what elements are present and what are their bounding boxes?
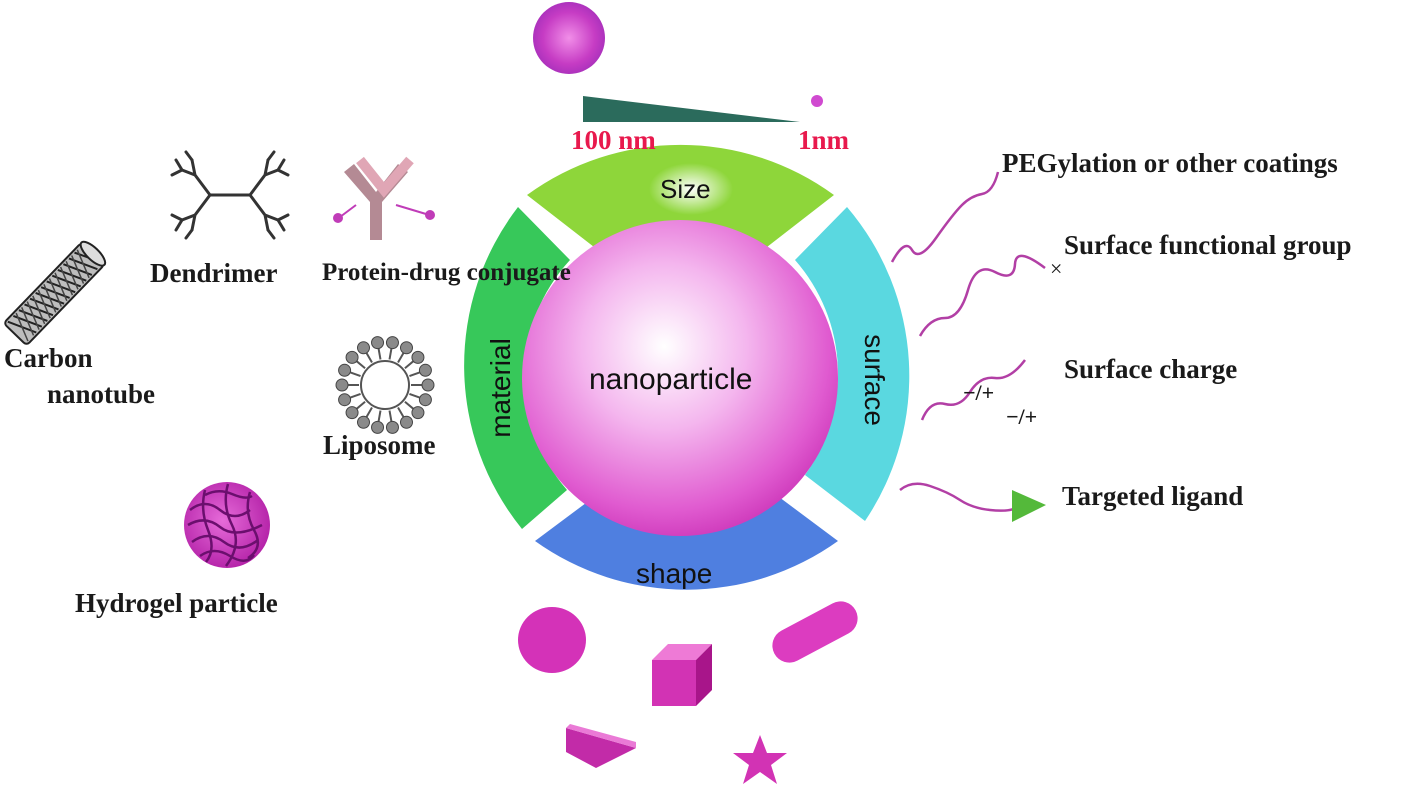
liposome-icon [335,336,435,434]
shape-prism [566,724,636,768]
surface-charge-label: Surface charge [1064,354,1238,384]
lipid-head [418,363,432,377]
pegylation-label: PEGylation or other coatings [1002,148,1338,178]
shape-rod [772,601,858,663]
lipid-head [345,406,359,420]
lipid-head [345,350,359,364]
dendrimer-label: Dendrimer [150,258,278,288]
surface-charge-chain [920,359,1026,421]
protein-drug-label: Protein-drug conjugate [322,259,571,286]
targeted-ligand-chain [899,482,1017,512]
hydrogel-label: Hydrogel particle [75,588,278,618]
targeted-ligand-triangle [1012,490,1046,522]
lipid-head [411,406,425,420]
size-scale-right-label: 1nm [798,125,850,155]
shape-sphere [518,607,586,673]
shape-cube [652,644,712,706]
size-small-sphere [811,95,823,107]
hydrogel-particle-icon [184,482,270,568]
functional-group-label: Surface functional group [1064,230,1352,260]
shape-star [733,735,787,784]
surface-segment [795,207,910,521]
lipid-head [338,363,352,377]
lipid-head [335,378,349,392]
lipid-head [421,378,435,392]
carbon-nanotube-label-1: Carbon [4,343,93,373]
functional-group-mark: × [1050,256,1063,281]
size-scale-wedge [583,96,800,122]
lipid-head [400,341,413,355]
shape-segment-label: shape [636,558,713,589]
carbon-nanotube-label-2: nanotube [47,379,156,409]
liposome-label: Liposome [323,430,436,460]
charge-sign-2: −/+ [1006,404,1038,429]
lipid-head [357,341,370,355]
material-segment [464,207,570,529]
size-segment-label: Size [660,174,711,204]
lipid-head [357,415,370,429]
nanoparticle-label: nanoparticle [589,363,753,396]
lipid-head [400,415,413,429]
lipid-head [385,420,399,434]
material-segment-label: material [485,338,516,438]
lipid-head [371,420,385,434]
lipid-head [338,393,352,407]
surface-segment-label: surface [859,334,890,426]
carbon-nanotube-icon [4,240,107,345]
lipid-head [411,350,425,364]
dendrimer-icon [170,150,290,240]
pegylation-chain [890,171,1000,263]
lipid-head [385,336,399,350]
nanoparticle-sphere [522,220,838,536]
functional-group-chain [918,254,1046,337]
targeted-ligand-label: Targeted ligand [1062,481,1244,511]
size-scale-left-label: 100 nm [571,125,656,155]
size-large-sphere [533,2,605,74]
charge-sign-1: −/+ [963,380,995,405]
lipid-head [371,336,385,350]
lipid-head [418,393,432,407]
protein-drug-icon [333,156,435,240]
size-label-glow [649,163,733,215]
